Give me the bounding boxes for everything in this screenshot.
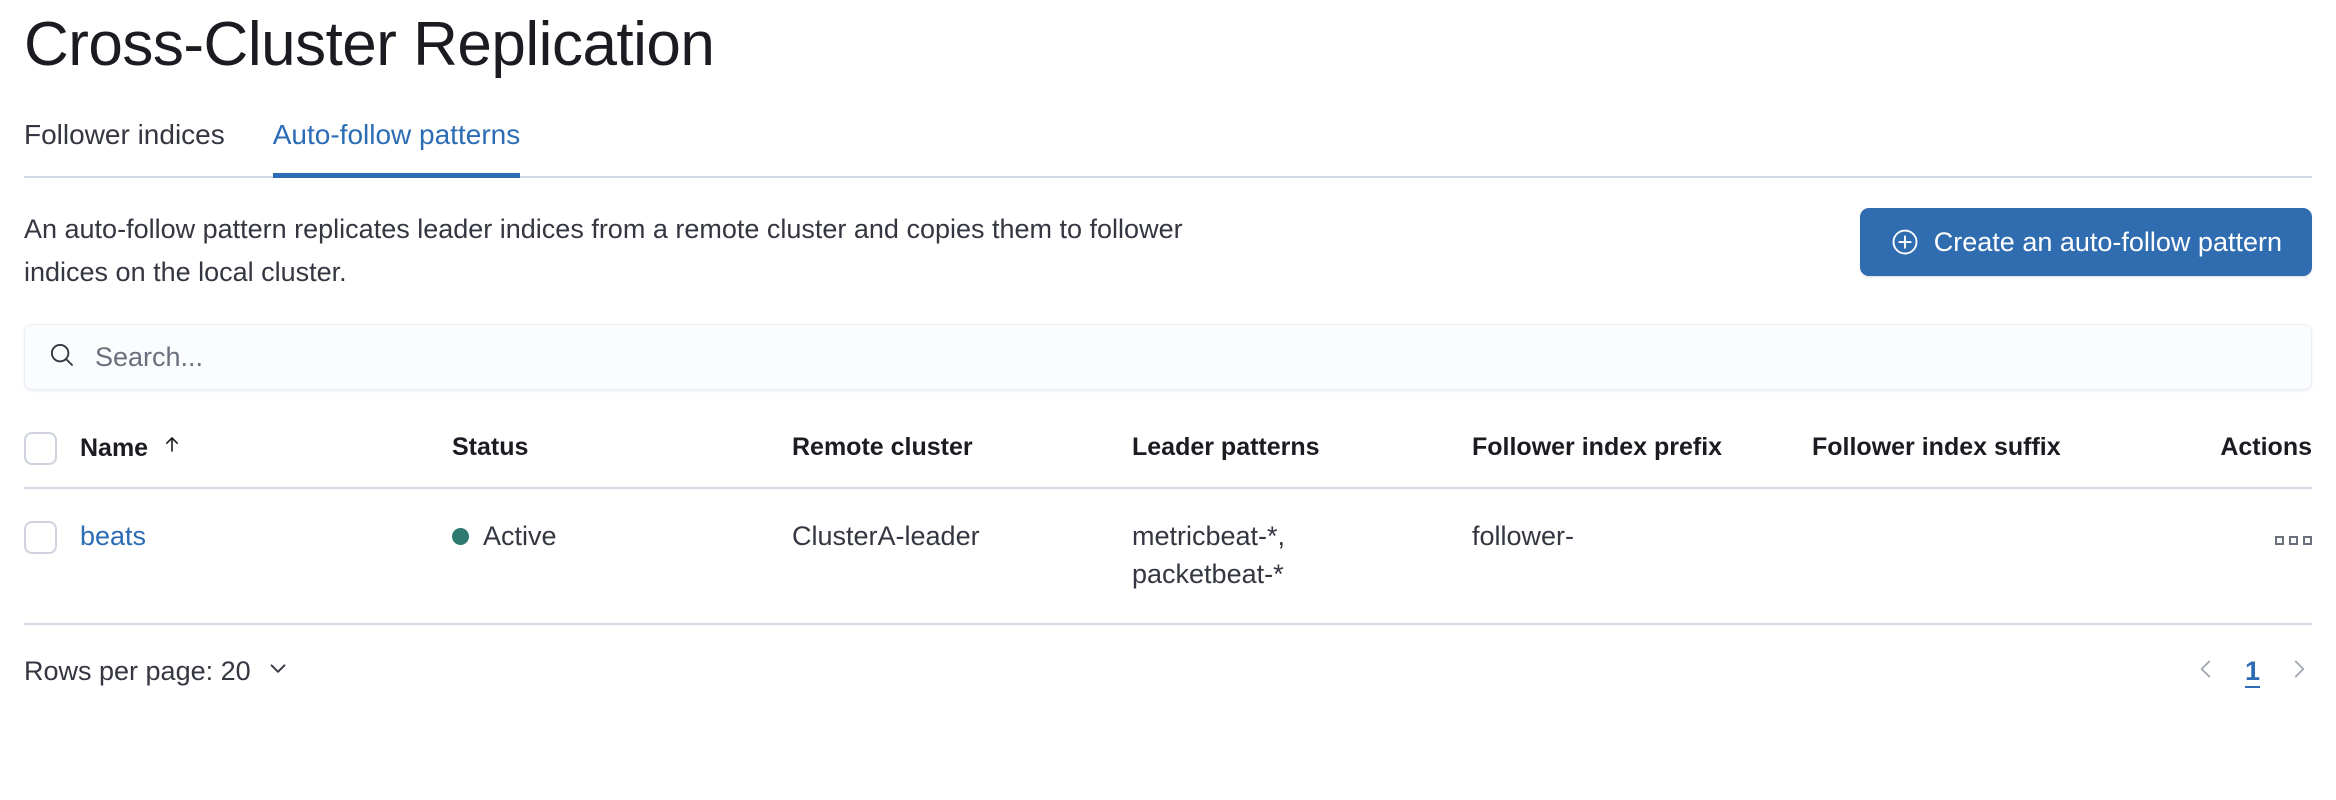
table-footer: Rows per page: 20 1 xyxy=(24,655,2312,688)
tab-auto-follow-patterns[interactable]: Auto-follow patterns xyxy=(272,118,521,178)
rows-per-page-selector[interactable]: Rows per page: 20 xyxy=(24,655,291,688)
cell-follower-index-prefix: follower- xyxy=(1472,521,1575,551)
search-icon xyxy=(47,340,77,375)
column-header-label: Follower index suffix xyxy=(1812,433,2061,461)
column-header-follower-index-prefix[interactable]: Follower index prefix xyxy=(1472,432,1812,462)
sort-up-arrow-icon xyxy=(160,432,184,463)
column-header-label: Status xyxy=(452,433,529,461)
column-header-label: Remote cluster xyxy=(792,433,973,461)
table-header-row: Name Status Remote cluster Leader patter… xyxy=(24,424,2312,489)
chevron-left-icon[interactable] xyxy=(2193,656,2219,687)
column-header-label: Follower index prefix xyxy=(1472,433,1723,461)
auto-follow-pattern-link[interactable]: beats xyxy=(80,521,147,551)
column-header-status[interactable]: Status xyxy=(452,432,792,462)
search-bar[interactable] xyxy=(24,324,2312,390)
boxes-horizontal-icon[interactable] xyxy=(2275,528,2312,553)
tab-bar: Follower indices Auto-follow patterns xyxy=(24,106,2312,178)
tab-label: Follower indices xyxy=(24,119,225,150)
create-auto-follow-pattern-button[interactable]: Create an auto-follow pattern xyxy=(1859,208,2312,276)
chevron-down-icon xyxy=(265,655,291,688)
column-header-label: Name xyxy=(80,433,149,462)
intro-description: An auto-follow pattern replicates leader… xyxy=(24,214,1183,287)
cell-leader-patterns: metricbeat-*, packetbeat-* xyxy=(1132,521,1286,589)
pagination: 1 xyxy=(2193,656,2312,687)
select-all-checkbox[interactable] xyxy=(24,432,57,465)
column-header-leader-patterns[interactable]: Leader patterns xyxy=(1132,432,1472,462)
cell-name: beats xyxy=(80,517,452,555)
row-select-cell xyxy=(24,517,80,554)
auto-follow-patterns-table: Name Status Remote cluster Leader patter… xyxy=(24,424,2312,688)
column-header-name[interactable]: Name xyxy=(80,432,452,463)
tab-follower-indices[interactable]: Follower indices xyxy=(24,118,225,176)
cell-actions xyxy=(2202,517,2312,555)
search-input[interactable] xyxy=(95,341,2289,373)
tab-label: Auto-follow patterns xyxy=(272,119,521,150)
column-header-actions: Actions xyxy=(2202,432,2312,462)
plus-in-circle-icon xyxy=(1890,227,1920,257)
intro-section: An auto-follow pattern replicates leader… xyxy=(24,208,2312,294)
rows-per-page-label: Rows per page: 20 xyxy=(24,656,251,686)
status-dot-icon xyxy=(452,527,469,545)
chevron-right-icon[interactable] xyxy=(2286,656,2312,687)
column-header-follower-index-suffix[interactable]: Follower index suffix xyxy=(1812,432,2202,462)
select-all-cell xyxy=(24,432,80,465)
cell-remote-cluster: ClusterA-leader xyxy=(792,521,980,551)
create-button-label: Create an auto-follow pattern xyxy=(1933,227,2282,257)
table-row: beats Active ClusterA-leader metricbeat-… xyxy=(24,489,2312,625)
column-header-label: Actions xyxy=(2220,433,2312,461)
pagination-page-1[interactable]: 1 xyxy=(2244,656,2260,686)
column-header-label: Leader patterns xyxy=(1132,433,1320,461)
page-title: Cross-Cluster Replication xyxy=(24,10,715,79)
column-header-remote-cluster[interactable]: Remote cluster xyxy=(792,432,1132,462)
row-select-checkbox[interactable] xyxy=(24,521,57,554)
cell-status: Active xyxy=(452,517,792,555)
status-label: Active xyxy=(483,521,557,551)
